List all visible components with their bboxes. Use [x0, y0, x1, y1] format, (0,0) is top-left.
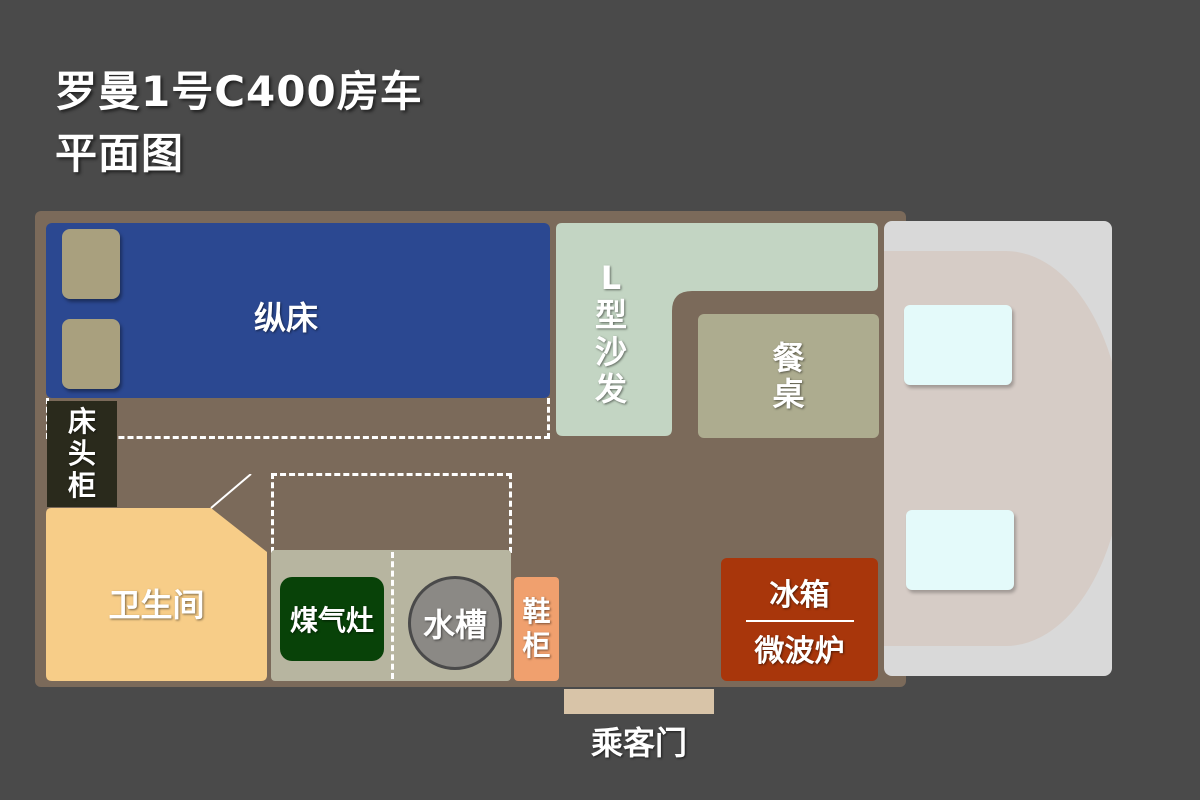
nightstand-label-char: 床	[67, 405, 96, 438]
sink-label: 水槽	[422, 606, 487, 644]
gas-stove: 煤气灶	[280, 577, 384, 661]
cab-seat-driver	[904, 305, 1012, 385]
stove-label: 煤气灶	[289, 604, 374, 637]
cab-seat-passenger	[906, 510, 1014, 590]
bed-label: 纵床	[254, 299, 319, 337]
sofa-label-char: 沙	[594, 333, 627, 371]
plan-title: 罗曼1号C400房车	[55, 67, 423, 116]
l-shaped-sofa	[556, 223, 878, 436]
bed-extension-outline	[46, 398, 550, 439]
sofa-shape	[556, 223, 878, 436]
nightstand-label-char: 柜	[67, 469, 96, 502]
pillow	[62, 319, 120, 389]
shoe-cabinet-label-char: 柜	[522, 629, 551, 662]
sofa-label-char: 发	[594, 370, 627, 408]
sofa-label-char: L	[600, 259, 622, 297]
counter-divider	[391, 552, 394, 679]
passenger-door	[564, 689, 714, 714]
sink: 水槽	[408, 576, 502, 670]
bathroom-shape	[46, 508, 267, 681]
kitchen-counter: 煤气灶 水槽	[271, 550, 511, 681]
microwave-label: 微波炉	[754, 633, 845, 669]
passenger-door-label: 乘客门	[590, 724, 687, 762]
nightstand-label-char: 头	[67, 437, 96, 470]
dining-table-label-char: 餐	[772, 339, 805, 377]
shoe-cabinet-label-char: 鞋	[522, 595, 551, 628]
fridge-microwave-unit: 冰箱 微波炉	[721, 558, 878, 681]
plan-subtitle: 平面图	[55, 129, 185, 178]
dining-table: 餐 桌	[698, 314, 879, 438]
bathroom	[46, 474, 267, 681]
fridge-label: 冰箱	[745, 570, 854, 622]
pillow	[62, 229, 120, 299]
longitudinal-bed: 纵床	[46, 223, 550, 398]
dining-table-label-char: 桌	[772, 375, 805, 413]
bathroom-label: 卫生间	[108, 586, 205, 624]
sofa-label-char: 型	[594, 296, 627, 334]
bathroom-door-swing	[210, 474, 252, 509]
counter-extension-outline	[271, 473, 512, 553]
sofa-label: L 型 沙 发	[591, 260, 631, 408]
nightstand: 床 头 柜	[47, 401, 117, 507]
driver-cab	[884, 221, 1112, 676]
shoe-cabinet: 鞋 柜	[514, 577, 559, 681]
